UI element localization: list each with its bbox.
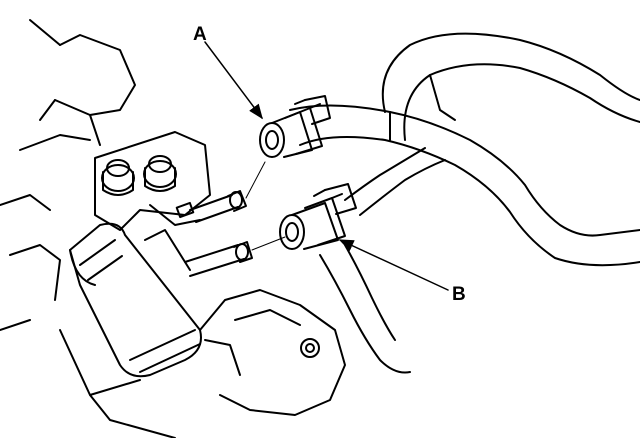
clamp-b-icon: [305, 184, 356, 245]
hose-end-a: [260, 112, 312, 157]
bolt-left-icon: [102, 160, 134, 195]
engine-housing: [0, 20, 135, 330]
arrow-b: [338, 240, 448, 290]
cylindrical-component: [70, 224, 201, 377]
arrow-a: [205, 42, 263, 120]
callout-label-b: B: [452, 284, 466, 305]
mounting-bracket: [95, 132, 210, 230]
hose-a: [290, 105, 640, 265]
connection-guide-lines: [246, 162, 285, 250]
lower-nipple: [185, 242, 252, 276]
bolt-right-icon: [144, 156, 176, 191]
clamp-a-icon: [285, 96, 330, 154]
upper-hose-loop: [383, 34, 640, 140]
callout-label-a: A: [193, 24, 207, 45]
upper-nipple: [190, 191, 246, 222]
hose-b: [320, 148, 445, 373]
lower-casting: [60, 290, 345, 438]
